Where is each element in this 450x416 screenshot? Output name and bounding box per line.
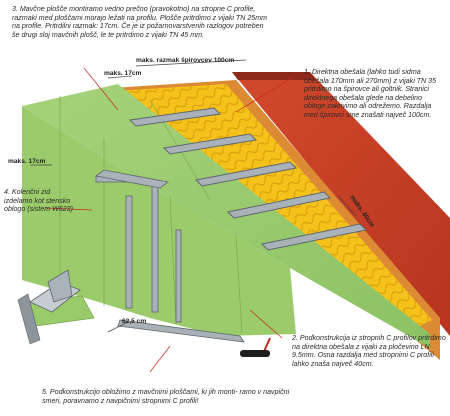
drywall-knee-wall <box>22 106 296 336</box>
c-profile-4 <box>226 191 332 219</box>
c-profile-2 <box>162 133 258 155</box>
hanger-detail-illustration <box>17 269 95 345</box>
drywall-sloped-ceiling <box>22 84 430 348</box>
dimension-lines <box>30 59 357 333</box>
note-3-drywall-boards: 3. Mavčne plošče montiramo vedno prečno … <box>12 5 268 39</box>
c-profile-1 <box>128 107 222 127</box>
dimension-max-17cm-left: maks. 17cm <box>8 158 46 165</box>
roof-top-edge <box>232 72 316 80</box>
note-2-substructure: 2. Podkonstrukcija iz stropnih C profilo… <box>292 334 446 368</box>
leader-lines <box>45 67 293 373</box>
note-1-direct-hangers: 1. Direktna obešala (lahko tudi sidma ob… <box>304 68 437 119</box>
knee-wall-studs <box>95 169 182 323</box>
c-profile-5 <box>260 223 368 251</box>
screw-icon <box>240 337 271 357</box>
c-profiles <box>128 107 368 251</box>
c-profile-3 <box>194 161 298 187</box>
dimension-62-5cm: 62,5 cm <box>122 318 147 325</box>
note-4-knee-wall: 4. Kolenčni zid izdelamo kot stensko obl… <box>4 188 73 214</box>
dimension-max-rafter-spacing: maks. razmak špirovcev 100cm <box>136 57 235 64</box>
note-5-board-cladding: 5. Podkonstrukcijo obložimo z mavčnimi p… <box>42 388 290 405</box>
bottom-track <box>117 319 245 343</box>
dimension-max-17cm-top: maks. 17cm <box>104 70 142 77</box>
